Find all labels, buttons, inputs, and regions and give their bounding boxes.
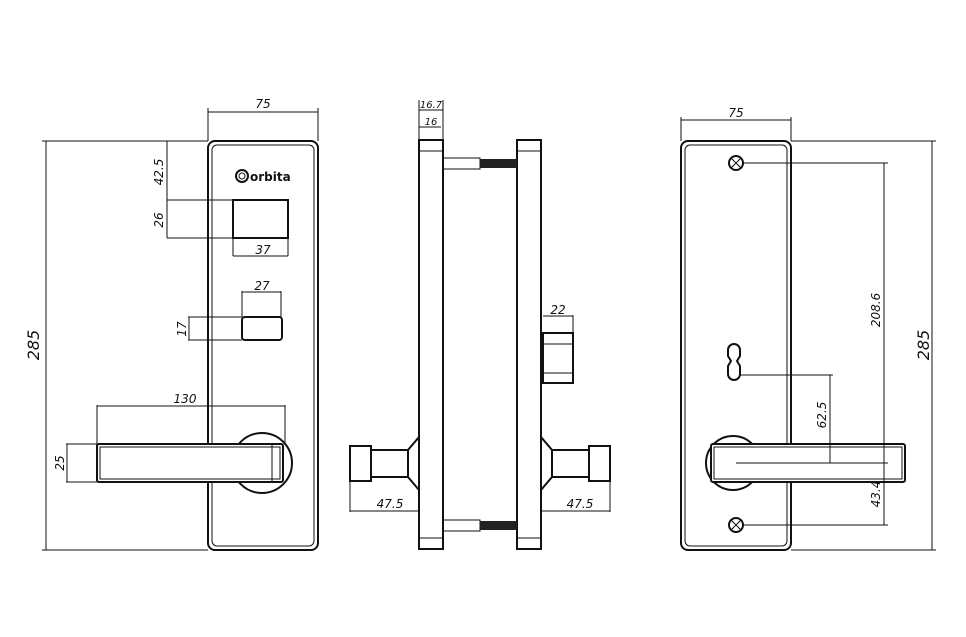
dim-lever-height: 25: [53, 455, 67, 470]
left-handle: [349, 436, 420, 491]
dim-button-width: 27: [254, 279, 270, 293]
lever: [96, 443, 284, 483]
screw-icon: [728, 517, 744, 533]
logo: orbita: [235, 169, 291, 184]
back-view: 75 208.6 43.4 62.5 285: [680, 106, 936, 551]
dim-screw-spacing: 208.6: [869, 292, 883, 327]
front-plate: [207, 140, 319, 551]
dim-inner-thickness: 16: [425, 117, 438, 128]
front-view: orbita 75 285 42.5 26 37 27 17 130 25: [24, 97, 319, 551]
screw-thread-bottom: [480, 521, 517, 530]
right-handle: [540, 436, 611, 491]
dim-reader-width: 37: [255, 243, 271, 257]
screw-thread-top: [480, 159, 517, 168]
card-reader: [232, 199, 289, 239]
dim-lever-length: 130: [174, 392, 197, 406]
dim-reader-height: 26: [152, 212, 166, 228]
back-plate: [680, 140, 792, 551]
dim-outer-thickness: 16.7: [420, 100, 443, 111]
dim-block-depth: 22: [550, 303, 565, 317]
dim-height: 285: [914, 330, 933, 361]
dim-reader-top: 42.5: [152, 159, 166, 186]
keyhole-icon: [727, 343, 741, 381]
side-block: [542, 332, 574, 384]
screw-icon: [728, 155, 744, 171]
dim-width: 75: [255, 97, 270, 111]
dim-right-projection: 47.5: [567, 497, 594, 511]
outer-plate: [418, 139, 444, 550]
dim-button-height: 17: [175, 321, 189, 337]
dim-lever-to-screw: 43.4: [869, 481, 883, 508]
side-view: 22 16.7 16 47.5 47.5: [349, 100, 611, 550]
button: [241, 316, 283, 341]
inner-plate: [516, 139, 542, 550]
dim-left-projection: 47.5: [377, 497, 404, 511]
dim-width: 75: [728, 106, 743, 120]
dim-height: 285: [24, 330, 43, 361]
dim-keyhole-to-lever: 62.5: [815, 402, 829, 429]
logo-text: orbita: [250, 170, 291, 184]
